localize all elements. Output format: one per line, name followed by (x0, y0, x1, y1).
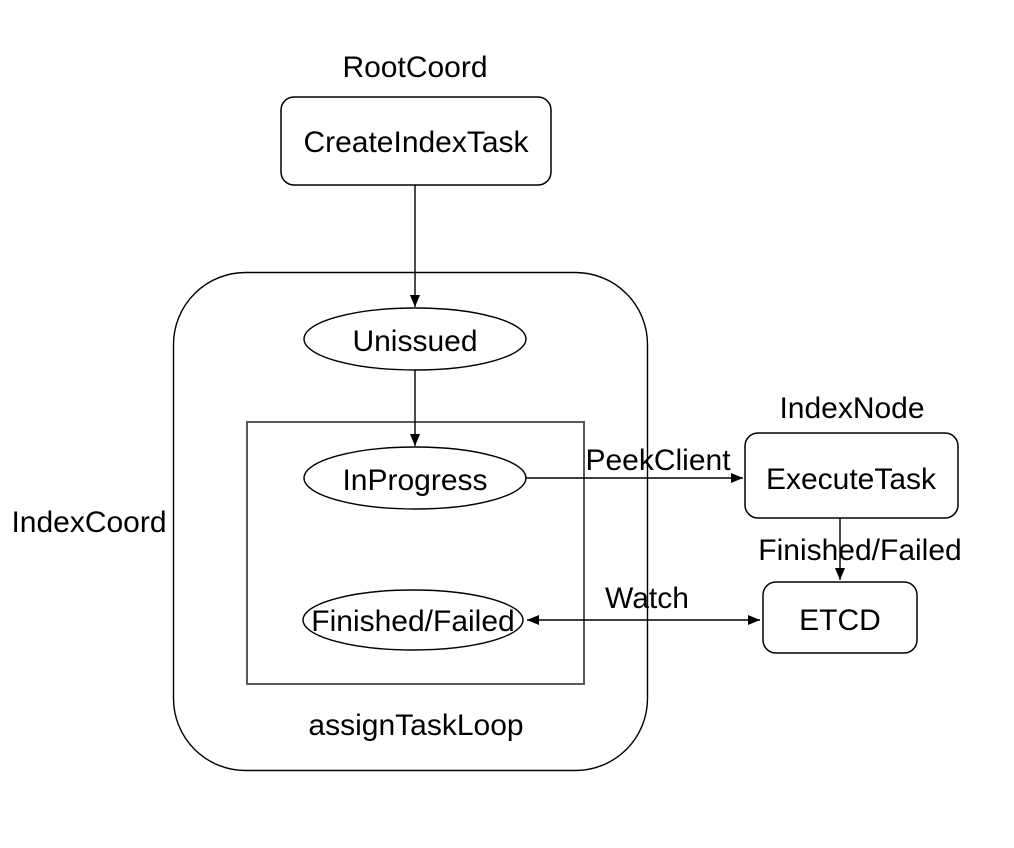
index-coord-label: IndexCoord (11, 506, 166, 539)
index-coord-container (172, 271, 649, 772)
unissued-label: Unissued (352, 325, 477, 358)
in-progress-label: InProgress (342, 464, 487, 497)
assign-task-loop-label: assignTaskLoop (308, 709, 523, 742)
execute-task-label: ExecuteTask (766, 463, 937, 496)
finished-failed-edge-label: Finished/Failed (758, 534, 961, 567)
index-node-label: IndexNode (779, 392, 924, 425)
node-execute-task (744, 432, 959, 519)
finished-failed-state-label: Finished/Failed (311, 605, 514, 638)
watch-edge-label: Watch (605, 582, 689, 615)
create-index-task-label: CreateIndexTask (303, 126, 529, 159)
root-coord-label: RootCoord (342, 51, 487, 84)
state-finished-failed (302, 589, 524, 651)
etcd-label: ETCD (799, 604, 881, 637)
node-etcd (762, 581, 918, 654)
peek-client-edge-label: PeekClient (585, 444, 731, 477)
node-create-index-task (280, 96, 552, 186)
